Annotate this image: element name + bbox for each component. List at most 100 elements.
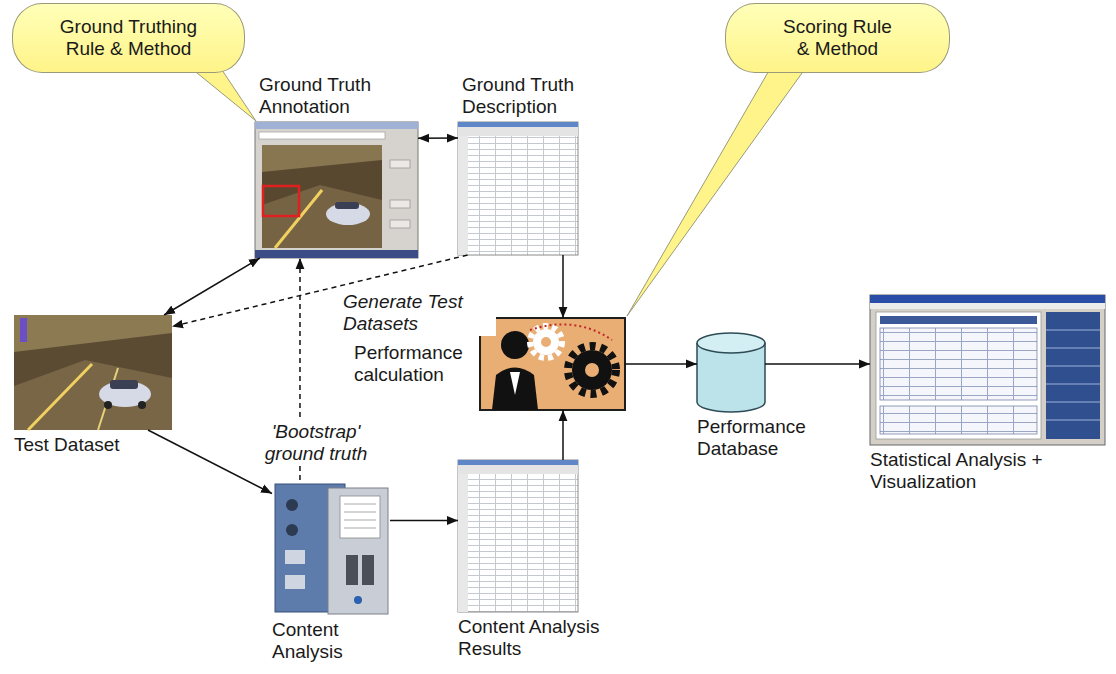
connector	[390, 520, 458, 522]
database-cylinder	[697, 333, 765, 412]
node-label: Performance calculation	[354, 342, 474, 386]
node-label: Performance Database	[697, 416, 817, 460]
tunnel-photo	[14, 315, 172, 430]
statistics-window	[880, 316, 1037, 324]
image-node: Statistical Analysis + Visualization	[870, 295, 1105, 445]
spreadsheet-image	[458, 122, 578, 255]
spreadsheet-image	[458, 465, 578, 474]
edge-label: 'Bootstrap' ground truth	[248, 420, 384, 466]
gears-icon	[530, 324, 612, 340]
tunnel-photo	[28, 364, 92, 430]
callout-text: Scoring Rule & Method	[780, 16, 895, 60]
hardware-board	[286, 524, 298, 536]
gears-icon	[510, 372, 520, 395]
hardware-board	[328, 488, 388, 614]
hardware-board	[362, 555, 374, 585]
spreadsheet-image	[458, 460, 578, 612]
annotation-window	[259, 132, 385, 139]
image-node: Test Dataset	[14, 315, 172, 430]
spreadsheet-image	[458, 460, 578, 612]
tunnel-photo	[110, 380, 138, 389]
gears-icon	[572, 350, 612, 390]
node-label: Statistical Analysis + Visualization	[870, 449, 1090, 493]
node-label: Ground Truth Description	[462, 74, 612, 118]
callout-tail	[627, 55, 815, 316]
image-node: Content Analysis Results	[458, 460, 578, 612]
tunnel-photo	[14, 315, 172, 430]
statistics-window	[870, 295, 1105, 445]
annotation-window	[263, 186, 299, 216]
annotation-window	[255, 122, 418, 258]
connector	[625, 363, 697, 365]
statistics-window	[870, 303, 1105, 309]
gears-icon	[480, 318, 625, 410]
annotation-window	[262, 145, 382, 248]
gears-icon	[541, 337, 551, 347]
gears-icon	[480, 318, 625, 410]
node-label: Content Analysis	[272, 619, 372, 663]
annotation-window	[255, 122, 418, 258]
callout-tail	[175, 55, 815, 316]
annotation-window	[326, 203, 370, 225]
gears-icon	[533, 329, 559, 355]
spreadsheet-image	[458, 122, 578, 255]
gears-icon	[492, 368, 538, 411]
hardware-board	[286, 499, 298, 511]
node-label: Ground Truth Annotation	[259, 74, 409, 118]
connector	[418, 137, 458, 139]
hardware-board	[346, 555, 358, 585]
hardware-board	[340, 496, 380, 538]
database-cylinder	[697, 333, 765, 353]
connector	[765, 363, 870, 365]
connector	[562, 255, 564, 318]
connector	[562, 410, 564, 460]
spreadsheet-image	[458, 474, 468, 612]
annotation-window	[255, 250, 418, 258]
annotation-window	[262, 145, 382, 172]
statistics-window	[1046, 312, 1100, 439]
spreadsheet-image	[458, 460, 578, 465]
gears-icon	[585, 363, 599, 377]
statistics-window	[1046, 330, 1100, 420]
callout-bubble: Scoring Rule & Method	[725, 3, 950, 73]
spreadsheet-image	[458, 122, 578, 127]
connector	[164, 258, 260, 315]
callout-text: Ground Truthing Rule & Method	[41, 16, 216, 60]
spreadsheet-image	[458, 136, 468, 255]
statistics-window	[870, 295, 1105, 303]
node-label: Content Analysis Results	[458, 616, 608, 660]
annotation-window	[390, 220, 410, 228]
tunnel-photo	[104, 401, 112, 409]
image-node: Performance calculation	[480, 318, 625, 410]
image-node: Performance Database	[697, 333, 765, 412]
image-node: Content Analysis	[272, 480, 390, 615]
statistics-window	[876, 312, 1041, 439]
tunnel-photo	[14, 360, 172, 430]
hardware-board	[275, 484, 388, 614]
gears-icon	[530, 326, 562, 358]
statistics-window	[870, 295, 1105, 445]
annotation-window	[390, 200, 410, 208]
hardware-board	[285, 575, 305, 589]
gears-icon	[568, 346, 616, 394]
gears-icon	[501, 331, 529, 359]
image-node: Ground Truth Description	[458, 122, 578, 255]
tunnel-photo	[14, 315, 172, 352]
statistics-window	[880, 406, 1037, 434]
annotation-window	[335, 202, 359, 209]
statistics-window	[880, 328, 1037, 400]
image-node: Ground Truth Annotation	[255, 122, 418, 258]
edge-label: Generate Test Datasets	[340, 290, 496, 336]
callout-bubble: Ground Truthing Rule & Method	[12, 3, 245, 73]
node-label: Test Dataset	[14, 434, 120, 456]
annotation-window	[255, 122, 418, 129]
hardware-board	[285, 550, 305, 564]
annotation-window	[262, 185, 382, 248]
annotation-window	[390, 160, 410, 168]
tunnel-photo	[20, 318, 27, 342]
hardware-board	[354, 596, 362, 604]
hardware-board	[344, 504, 376, 528]
